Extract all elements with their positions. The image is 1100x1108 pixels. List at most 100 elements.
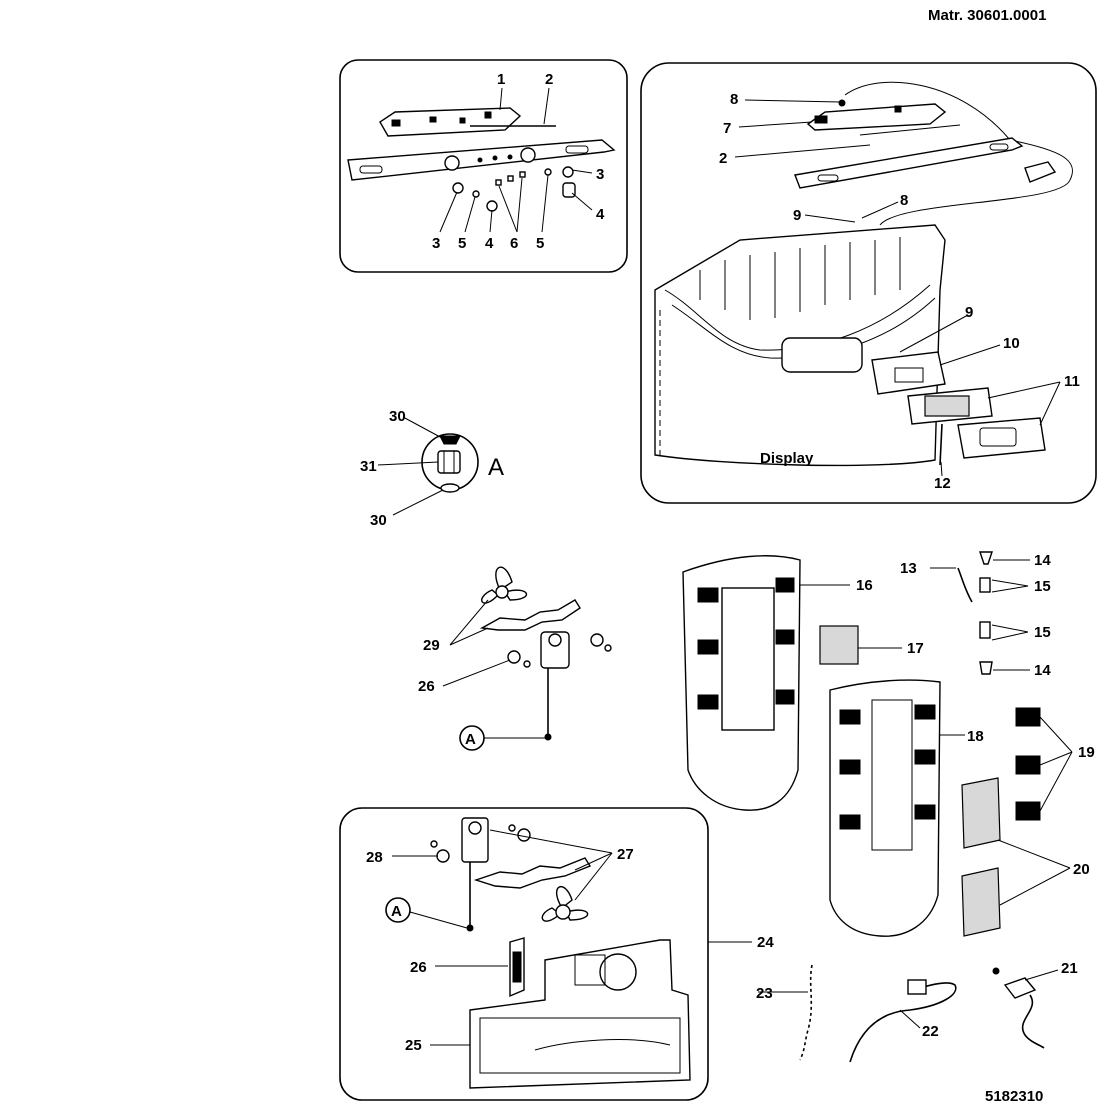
connector-15a bbox=[979, 577, 991, 593]
display-cable bbox=[939, 423, 943, 466]
label-29: 29 bbox=[423, 637, 440, 654]
clip-19b bbox=[1015, 755, 1041, 775]
clip-19a bbox=[1015, 707, 1041, 727]
fan-blade-upper bbox=[481, 566, 528, 604]
label-11: 11 bbox=[1064, 373, 1080, 390]
label-21: 21 bbox=[1061, 960, 1078, 977]
panel-control-board: 1 2 3 4 3 5 4 6 5 bbox=[339, 59, 628, 273]
label-14: 14 bbox=[1034, 552, 1051, 569]
insulation-pad-17 bbox=[819, 625, 859, 665]
fan-motor-upper bbox=[540, 631, 570, 669]
cap-30a bbox=[439, 435, 461, 445]
label-30: 30 bbox=[389, 408, 406, 425]
air-duct-25 bbox=[469, 939, 691, 1089]
cap-30b bbox=[440, 483, 460, 493]
fan-blade-lower bbox=[541, 886, 589, 922]
label-14b: 14 bbox=[1034, 662, 1051, 679]
screw-3a bbox=[452, 182, 464, 194]
ref-a-lower-letter: A bbox=[391, 903, 402, 920]
label-5: 5 bbox=[458, 235, 466, 252]
label-2: 2 bbox=[545, 71, 553, 88]
small-parts-top: 13 14 15 15 14 bbox=[900, 551, 1051, 679]
label-1: 1 bbox=[497, 71, 505, 88]
plug bbox=[907, 979, 927, 995]
display-frame bbox=[957, 417, 1046, 459]
panel-duct: A 28 27 26 24 25 bbox=[339, 807, 774, 1101]
connector-15b bbox=[979, 621, 991, 639]
panel-display: 8 7 2 9 8 9 10 11 12 Display bbox=[640, 62, 1097, 504]
label-8b: 8 bbox=[900, 192, 908, 209]
label-24: 24 bbox=[757, 934, 774, 951]
display-board bbox=[871, 351, 946, 395]
fan-bracket-upper bbox=[479, 599, 581, 631]
washer-5b bbox=[544, 168, 552, 176]
label-16: 16 bbox=[856, 577, 873, 594]
screw-3b bbox=[562, 166, 574, 178]
label-6: 6 bbox=[510, 235, 518, 252]
bush-31 bbox=[437, 450, 461, 474]
label-4b: 4 bbox=[485, 235, 494, 252]
label-13: 13 bbox=[900, 560, 917, 577]
label-28: 28 bbox=[366, 849, 383, 866]
label-15b: 15 bbox=[1034, 624, 1051, 641]
cables-parts: 23 22 21 bbox=[756, 960, 1078, 1063]
label-7: 7 bbox=[723, 120, 731, 137]
label-18: 18 bbox=[967, 728, 984, 745]
label-15: 15 bbox=[1034, 578, 1051, 595]
label-4: 4 bbox=[596, 206, 605, 223]
display-wire bbox=[844, 81, 1073, 226]
label-20: 20 bbox=[1073, 861, 1090, 878]
label-31: 31 bbox=[360, 458, 377, 475]
cover-20a bbox=[961, 777, 1001, 849]
liner-parts: 16 17 18 bbox=[682, 555, 984, 937]
label-3: 3 bbox=[596, 166, 604, 183]
label-2c: 2 bbox=[719, 150, 727, 167]
panel-frame-display bbox=[640, 62, 1097, 504]
clip-19c bbox=[1015, 801, 1041, 821]
knob-4b bbox=[562, 182, 576, 198]
material-number: Matr. 30601.0001 bbox=[928, 7, 1046, 24]
capacitor-21 bbox=[1003, 977, 1037, 999]
label-26c: 26 bbox=[410, 959, 427, 976]
label-12: 12 bbox=[934, 475, 951, 492]
knob-4a bbox=[486, 200, 498, 212]
label-22: 22 bbox=[922, 1023, 939, 1040]
label-25: 25 bbox=[405, 1037, 422, 1054]
detail-a: 30 31 30 A bbox=[360, 408, 504, 529]
label-19: 19 bbox=[1078, 744, 1095, 761]
cover-20b bbox=[961, 867, 1001, 937]
washer-5a bbox=[472, 190, 480, 198]
display-bar bbox=[794, 137, 1024, 189]
fan-group-upper: A 29 26 bbox=[418, 566, 612, 751]
grommet-26b bbox=[436, 849, 450, 863]
label-9b: 9 bbox=[965, 304, 973, 321]
cap-14a bbox=[979, 551, 993, 565]
display-window-cutout bbox=[781, 337, 863, 373]
detail-a-letter: A bbox=[488, 454, 504, 481]
connector-plug bbox=[1024, 161, 1057, 183]
cap-14b bbox=[979, 661, 993, 675]
clips-and-covers: 19 20 bbox=[961, 707, 1095, 937]
label-30b: 30 bbox=[370, 512, 387, 529]
label-23: 23 bbox=[756, 985, 773, 1002]
drawing-code: 5182310 bbox=[985, 1088, 1043, 1105]
fan-bracket-lower bbox=[473, 857, 592, 889]
label-5b: 5 bbox=[536, 235, 544, 252]
grommet-26 bbox=[507, 650, 521, 664]
ref-a-lower bbox=[385, 897, 411, 923]
label-8: 8 bbox=[730, 91, 738, 108]
label-26: 26 bbox=[418, 678, 435, 695]
harness-23 bbox=[799, 964, 813, 1061]
label-9: 9 bbox=[793, 207, 801, 224]
ref-a-upper-letter: A bbox=[465, 731, 476, 748]
power-cord-22 bbox=[849, 982, 957, 1063]
label-3b: 3 bbox=[432, 235, 440, 252]
display-pcb bbox=[806, 103, 947, 131]
control-pcb bbox=[379, 107, 522, 137]
panel-frame bbox=[339, 59, 628, 273]
panel-frame-duct bbox=[339, 807, 709, 1101]
display-caption: Display bbox=[760, 450, 814, 467]
label-10: 10 bbox=[1003, 335, 1020, 352]
label-27: 27 bbox=[617, 846, 634, 863]
